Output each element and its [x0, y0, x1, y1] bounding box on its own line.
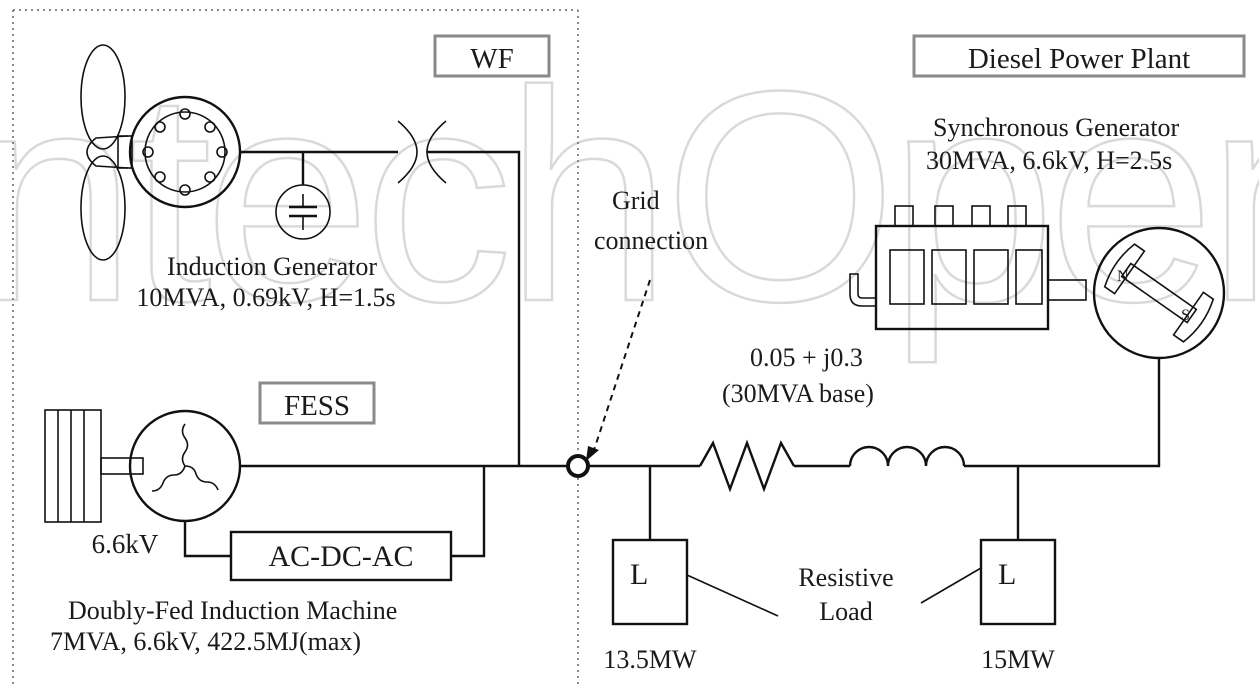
grid-connection-line2: connection — [594, 226, 708, 255]
diesel-label-box: Diesel Power Plant — [912, 34, 1246, 78]
converter-box — [229, 530, 453, 582]
capacitor-bank-icon — [275, 184, 331, 240]
dfim-name: Doubly-Fed Induction Machine — [68, 596, 397, 625]
inductor-icon — [848, 445, 966, 467]
load2-rating: 15MW — [981, 645, 1055, 674]
converter-to-bus-line — [451, 466, 486, 558]
pole-n: N — [1117, 268, 1129, 285]
grid-connection-arrow — [592, 279, 651, 454]
diesel-engine-icon — [849, 205, 1087, 331]
wind-farm-boundary — [12, 9, 579, 686]
synchronous-generator-icon: N S — [1092, 226, 1226, 360]
induction-generator-icon — [128, 95, 242, 209]
fess-label-box: FESS — [258, 381, 376, 425]
rotor-to-converter-line — [183, 521, 231, 558]
diesel-label: Diesel Power Plant — [968, 43, 1190, 75]
dfim-rating: 7MVA, 6.6kV, 422.5MJ(max) — [50, 627, 361, 656]
load1-leader-line — [686, 574, 779, 617]
dfim-voltage: 6.6kV — [92, 529, 159, 559]
resistor-icon — [698, 439, 796, 493]
resistive-load-line1: Resistive — [798, 563, 893, 592]
grid-connection-node — [566, 454, 590, 478]
pole-s: S — [1181, 307, 1190, 324]
impedance-base: (30MVA base) — [722, 379, 874, 408]
load1-rating: 13.5MW — [603, 645, 697, 674]
dfim-icon — [128, 409, 242, 523]
wind-turbine-icon — [80, 44, 133, 261]
wf-label: WF — [470, 43, 514, 75]
bus-line-3 — [964, 358, 1161, 468]
grid-connection-line1: Grid — [612, 186, 660, 215]
load2-symbol: L — [998, 558, 1016, 591]
induction-generator-rating: 10MVA, 0.69kV, H=1.5s — [136, 283, 395, 312]
fess-label: FESS — [284, 390, 350, 422]
synchronous-generator-rating: 30MVA, 6.6kV, H=2.5s — [926, 146, 1172, 175]
resistive-load-line2: Load — [819, 597, 872, 626]
load2-leader-line — [920, 567, 982, 604]
wf-vertical-line — [427, 150, 521, 466]
load1-box — [611, 538, 689, 626]
grid-connection-arrowhead — [586, 446, 599, 461]
wf-label-box: WF — [433, 34, 551, 78]
load2-box — [979, 538, 1057, 626]
converter-label: AC-DC-AC — [268, 540, 413, 573]
flywheel-icon — [44, 409, 144, 523]
synchronous-generator-name: Synchronous Generator — [933, 113, 1180, 142]
induction-generator-name: Induction Generator — [167, 252, 377, 281]
impedance-value: 0.05 + j0.3 — [750, 343, 863, 372]
load1-symbol: L — [630, 558, 648, 591]
